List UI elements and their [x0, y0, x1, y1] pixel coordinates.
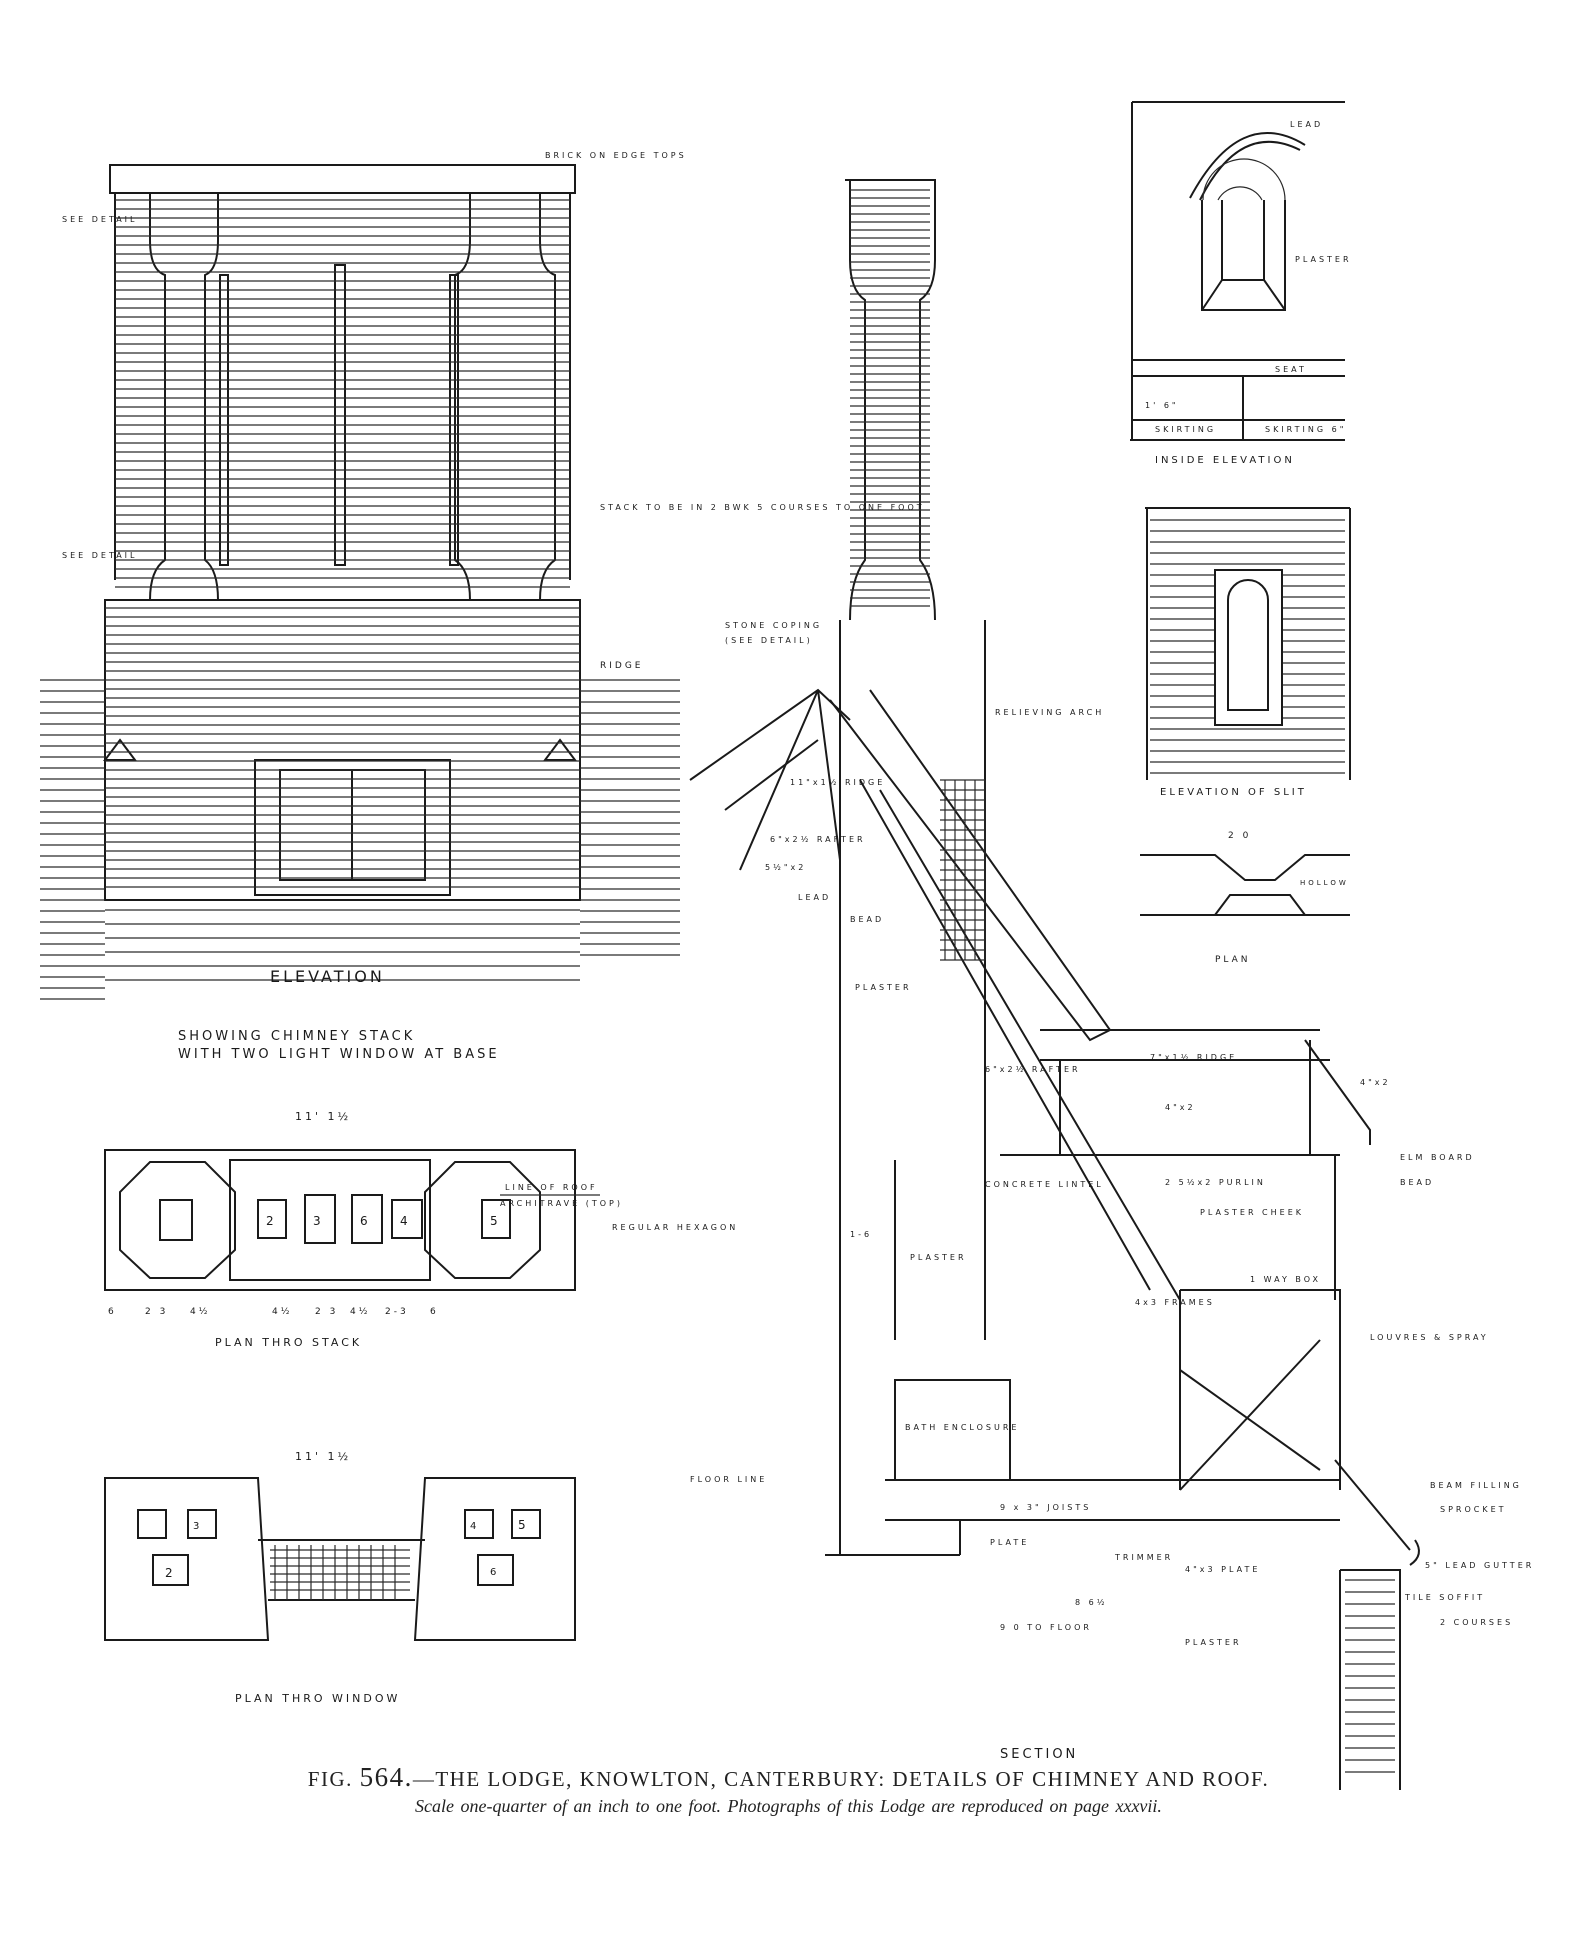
note: 4x3 FRAMES — [1135, 1298, 1215, 1307]
note: SPROCKET — [1440, 1505, 1507, 1514]
note: SEE DETAIL — [62, 551, 138, 560]
note: BEAM FILLING — [1430, 1481, 1522, 1490]
note: RIDGE — [600, 661, 644, 671]
flue-number: 4 — [400, 1214, 411, 1228]
slit-title: ELEVATION OF SLIT — [1160, 787, 1307, 798]
note: BRICK ON EDGE TOPS — [545, 151, 687, 160]
note: LEAD — [1290, 120, 1323, 129]
dim: 4½ — [190, 1307, 210, 1317]
note: PLASTER — [1185, 1638, 1242, 1647]
note: PLASTER — [1295, 255, 1352, 264]
elevation-subtitle-1: SHOWING CHIMNEY STACK — [178, 1029, 415, 1044]
note: 5" LEAD GUTTER — [1425, 1561, 1534, 1570]
note: 4"x2 — [1360, 1078, 1391, 1087]
note: 4"x2 — [1165, 1103, 1196, 1112]
note: 8 6½ — [1075, 1598, 1107, 1607]
flue-number: 6 — [360, 1214, 371, 1228]
note: 6"x2½ RAFTER — [770, 835, 866, 844]
note: (SEE DETAIL) — [725, 636, 813, 645]
note: SEE DETAIL — [62, 215, 138, 224]
note: 2 5½x2 PURLIN — [1165, 1178, 1266, 1187]
flue-number: 3 — [313, 1214, 324, 1228]
slit-plan-title: PLAN — [1215, 955, 1251, 965]
note: 9 x 3" JOISTS — [1000, 1503, 1091, 1512]
note: TRIMMER — [1114, 1553, 1173, 1562]
dim: 6 — [108, 1307, 117, 1317]
note: ARCHITRAVE (TOP) — [500, 1199, 623, 1208]
note: LINE OF ROOF — [505, 1183, 598, 1192]
note: STONE COPING — [725, 621, 822, 630]
note: 4"x3 PLATE — [1185, 1565, 1260, 1574]
note: LOUVRES & SPRAY — [1370, 1333, 1489, 1342]
note: PLASTER — [855, 983, 912, 992]
dim: 4½ — [350, 1307, 370, 1317]
note: 2 COURSES — [1440, 1618, 1513, 1627]
note: RELIEVING ARCH — [995, 708, 1104, 717]
slit-plan — [1140, 854, 1350, 916]
elevation-title: ELEVATION — [270, 967, 385, 986]
dim: 2-3 — [385, 1307, 409, 1317]
plan-stack-title: PLAN THRO STACK — [215, 1336, 362, 1349]
fig-prefix: FIG. — [307, 1767, 353, 1791]
figure-subcaption: Scale one-quarter of an inch to one foot… — [415, 1796, 1162, 1816]
slit-elevation — [1145, 507, 1351, 780]
figure-caption: FIG. 564.—THE LODGE, KNOWLTON, CANTERBUR… — [0, 1762, 1577, 1793]
section-title: SECTION — [1000, 1747, 1078, 1762]
chimney-elevation — [40, 164, 680, 1000]
fig-title: —THE LODGE, KNOWLTON, CANTERBURY: DETAIL… — [412, 1767, 1270, 1791]
note: SKIRTING — [1155, 425, 1216, 434]
inside-elevation — [1130, 101, 1345, 441]
plan-stack-width: 11' 1½ — [295, 1110, 351, 1123]
flue-number: 3 — [193, 1521, 202, 1532]
flue-number: 5 — [490, 1214, 501, 1228]
note: SKIRTING 6" — [1265, 425, 1346, 434]
plan-window-title: PLAN THRO WINDOW — [235, 1692, 400, 1705]
flue-number: 2 — [266, 1214, 277, 1228]
dim: 2 3 — [145, 1307, 168, 1317]
note: STACK TO BE IN 2 BWK 5 COURSES TO ONE FO… — [600, 503, 925, 512]
plan-window-width: 11' 1½ — [295, 1450, 351, 1463]
note: 11"x1½ RIDGE — [790, 778, 885, 787]
elevation-subtitle-2: WITH TWO LIGHT WINDOW AT BASE — [178, 1047, 500, 1062]
note: PLATE — [990, 1538, 1029, 1547]
note: REGULAR HEXAGON — [612, 1223, 738, 1232]
note: TILE SOFFIT — [1404, 1593, 1485, 1602]
inside-elevation-title: INSIDE ELEVATION — [1155, 455, 1295, 466]
note: BATH ENCLOSURE — [905, 1423, 1019, 1432]
dim: 2 3 — [315, 1307, 338, 1317]
note: FLOOR LINE — [690, 1475, 767, 1484]
note: BEAD — [850, 915, 884, 924]
note: HOLLOW — [1300, 879, 1349, 887]
plan-thro-window — [104, 1477, 576, 1641]
note: CONCRETE LINTEL — [985, 1180, 1104, 1189]
slit-plan-dim: 2 0 — [1228, 831, 1251, 841]
note: PLASTER CHEEK — [1200, 1208, 1304, 1217]
section-drawing — [689, 179, 1420, 1790]
note: 7"x1½ RIDGE — [1150, 1053, 1237, 1062]
note: 1 WAY BOX — [1250, 1275, 1321, 1284]
note: LEAD — [798, 893, 831, 902]
plan-thro-stack — [104, 1149, 576, 1291]
note: 9 0 TO FLOOR — [1000, 1623, 1092, 1632]
flue-number: 4 — [470, 1521, 479, 1532]
note: 1-6 — [850, 1230, 872, 1239]
dim: 6 — [430, 1307, 439, 1317]
flue-number: 2 — [165, 1566, 176, 1580]
dim: 4½ — [272, 1307, 292, 1317]
note: BEAD — [1400, 1178, 1434, 1187]
note: SEAT — [1275, 365, 1307, 374]
note: ELM BOARD — [1400, 1153, 1475, 1162]
note: 1' 6" — [1145, 401, 1179, 410]
note: PLASTER — [910, 1253, 967, 1262]
flue-number: 6 — [490, 1567, 499, 1578]
fig-number: 564. — [359, 1762, 413, 1792]
flue-number: 5 — [518, 1518, 529, 1532]
note: 6"x2½ RAFTER — [985, 1065, 1081, 1074]
note: 5½"x2 — [765, 863, 806, 872]
